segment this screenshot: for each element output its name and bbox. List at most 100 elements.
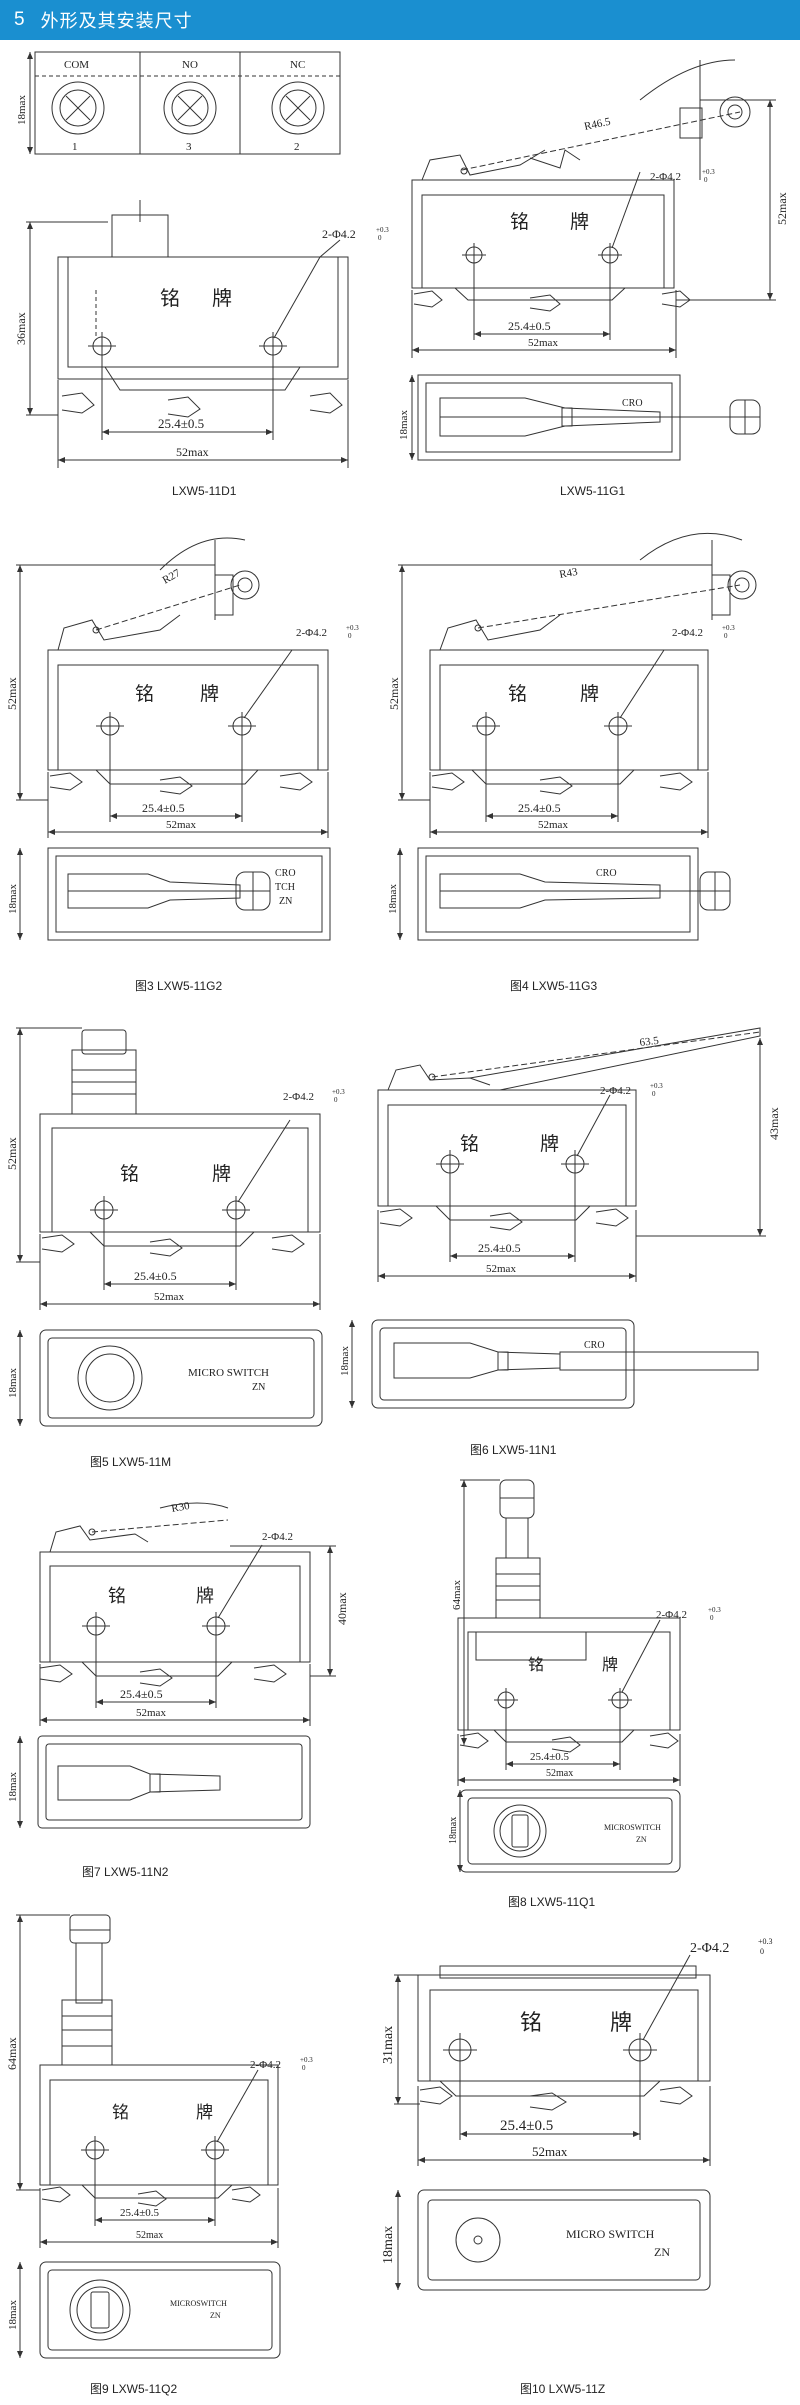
- fig6-hole-tol-upper: +0.3: [650, 1082, 663, 1090]
- fig1-pin-3: 3: [186, 141, 192, 153]
- fig10-width: 52max: [532, 2144, 568, 2159]
- fig3-nameplate-left: 铭: [135, 683, 154, 705]
- fig7-spacing: 25.4±0.5: [120, 1687, 163, 1701]
- fig6-hole-tol-lower: 0: [652, 1090, 656, 1098]
- fig2-nameplate-left: 铭: [510, 211, 529, 233]
- fig6-caption: 图6 LXW5-11N1: [470, 1443, 557, 1457]
- fig5-caption: 图5 LXW5-11M: [90, 1455, 171, 1469]
- fig5-top-view: [17, 1329, 323, 1427]
- fig9-top-view: [17, 2261, 281, 2359]
- fig5-top-label-2: ZN: [252, 1382, 265, 1393]
- fig6-top-view: [349, 1319, 759, 1409]
- fig9-nameplate-left: 铭: [112, 2103, 129, 2122]
- fig5-spacing: 25.4±0.5: [134, 1269, 177, 1283]
- fig3-caption: 图3 LXW5-11G2: [135, 979, 222, 993]
- fig8-nameplate-right: 牌: [602, 1656, 618, 1674]
- fig1-terminal-com: COM: [64, 59, 89, 71]
- fig9-hole-tol-lower: 0: [302, 2064, 306, 2072]
- fig10-top-view: [395, 2189, 711, 2291]
- fig6-top-label: CRO: [584, 1340, 605, 1351]
- fig3-front-view: [16, 537, 329, 838]
- fig4-spacing: 25.4±0.5: [518, 801, 561, 815]
- fig6-nameplate-left: 铭: [460, 1133, 479, 1155]
- fig2-front-view: [411, 59, 776, 358]
- fig4-hole: 2-Φ4.2: [672, 627, 703, 639]
- fig3-top-label-2: TCH: [275, 882, 295, 893]
- fig5-front-view: [16, 1027, 321, 1310]
- fig1-top-height: 18max: [16, 95, 28, 125]
- fig9-height: 64max: [5, 2037, 19, 2070]
- fig9-hole-tol-upper: +0.3: [300, 2056, 313, 2064]
- fig7-top-view: [17, 1735, 311, 1829]
- fig3-spacing: 25.4±0.5: [142, 801, 185, 815]
- fig3-width: 52max: [166, 819, 196, 831]
- fig10-spacing: 25.4±0.5: [500, 2118, 553, 2134]
- fig7-width: 52max: [136, 1707, 166, 1719]
- fig8-top-label-2: ZN: [636, 1835, 647, 1844]
- fig1-pin-1: 1: [72, 141, 78, 153]
- fig8-top-height: 18max: [448, 1817, 459, 1844]
- fig3-top-view: [17, 847, 331, 941]
- fig8-spacing: 25.4±0.5: [530, 1751, 570, 1763]
- fig5-hole-tol-lower: 0: [334, 1096, 338, 1104]
- fig8-front-view: [457, 1479, 681, 1786]
- fig10-front-view: [394, 1954, 711, 2166]
- fig4-hole-tol-lower: 0: [724, 632, 728, 640]
- fig2-spacing: 25.4±0.5: [508, 319, 551, 333]
- fig6-spacing: 25.4±0.5: [478, 1241, 521, 1255]
- fig8-hole-tol-lower: 0: [710, 1614, 714, 1622]
- fig2-radius: R46.5: [583, 116, 612, 133]
- fig5-nameplate-right: 牌: [212, 1163, 231, 1185]
- fig2-hole-tol-lower: 0: [704, 176, 708, 184]
- fig10-top-label: MICRO SWITCH: [566, 2227, 655, 2241]
- fig5-top-label: MICRO SWITCH: [188, 1367, 269, 1379]
- fig4-hole-tol-upper: +0.3: [722, 624, 735, 632]
- fig9-front-view: [16, 1914, 279, 2248]
- fig6-lever: 63.5: [639, 1035, 660, 1049]
- fig9-top-label: MICROSWITCH: [170, 2299, 227, 2308]
- fig1-nameplate-right: 牌: [212, 287, 232, 310]
- fig9-width: 52max: [136, 2230, 163, 2241]
- section-title: 外形及其安装尺寸: [40, 11, 193, 32]
- fig7-top-height: 18max: [7, 1772, 19, 1802]
- fig10-nameplate-left: 铭: [520, 2010, 542, 2035]
- fig3-hole: 2-Φ4.2: [296, 627, 327, 639]
- fig4-width: 52max: [538, 819, 568, 831]
- fig2-nameplate-right: 牌: [570, 211, 589, 233]
- fig6-width: 52max: [486, 1263, 516, 1275]
- fig1-terminal-no: NO: [182, 59, 198, 71]
- fig1-front-view: [26, 200, 349, 468]
- fig2-caption: LXW5-11G1: [560, 484, 625, 498]
- fig3-top-height: 18max: [7, 884, 19, 914]
- fig3-hole-tol-lower: 0: [348, 632, 352, 640]
- fig9-caption: 图9 LXW5-11Q2: [90, 2382, 177, 2396]
- fig1-hole-tol-lower: 0: [378, 234, 382, 242]
- fig1-terminal-nc: NC: [290, 59, 305, 71]
- fig10-hole-tol-upper: +0.3: [758, 1937, 773, 1946]
- fig5-hole-tol-upper: +0.3: [332, 1088, 345, 1096]
- fig9-top-height: 18max: [7, 2300, 19, 2330]
- fig4-top-view: [397, 847, 731, 941]
- section-header: 5 外形及其安装尺寸: [0, 0, 800, 40]
- fig1-nameplate-left: 铭: [160, 287, 180, 310]
- fig9-spacing: 25.4±0.5: [120, 2207, 160, 2219]
- fig7-hole: 2-Φ4.2: [262, 1531, 293, 1543]
- fig5-nameplate-left: 铭: [120, 1163, 139, 1185]
- fig10-caption: 图10 LXW5-11Z: [520, 2382, 605, 2396]
- fig1-spacing: 25.4±0.5: [158, 416, 204, 431]
- fig2-top-height: 18max: [398, 410, 410, 440]
- fig7-nameplate-right: 牌: [196, 1586, 214, 1606]
- fig9-nameplate-right: 牌: [196, 2103, 213, 2122]
- fig1-width: 52max: [176, 445, 209, 459]
- fig9-hole: 2-Φ4.2: [250, 2059, 281, 2071]
- fig3-height: 52max: [5, 677, 19, 710]
- fig1-pin-2: 2: [294, 141, 300, 153]
- fig2-height: 52max: [775, 192, 789, 225]
- fig2-width: 52max: [528, 337, 558, 349]
- fig5-height: 52max: [5, 1137, 19, 1170]
- fig4-top-height: 18max: [387, 884, 399, 914]
- fig6-front-view: [377, 1027, 766, 1282]
- fig7-caption: 图7 LXW5-11N2: [82, 1865, 169, 1879]
- fig10-top-label-2: ZN: [654, 2245, 670, 2259]
- fig3-radius: R27: [161, 567, 183, 587]
